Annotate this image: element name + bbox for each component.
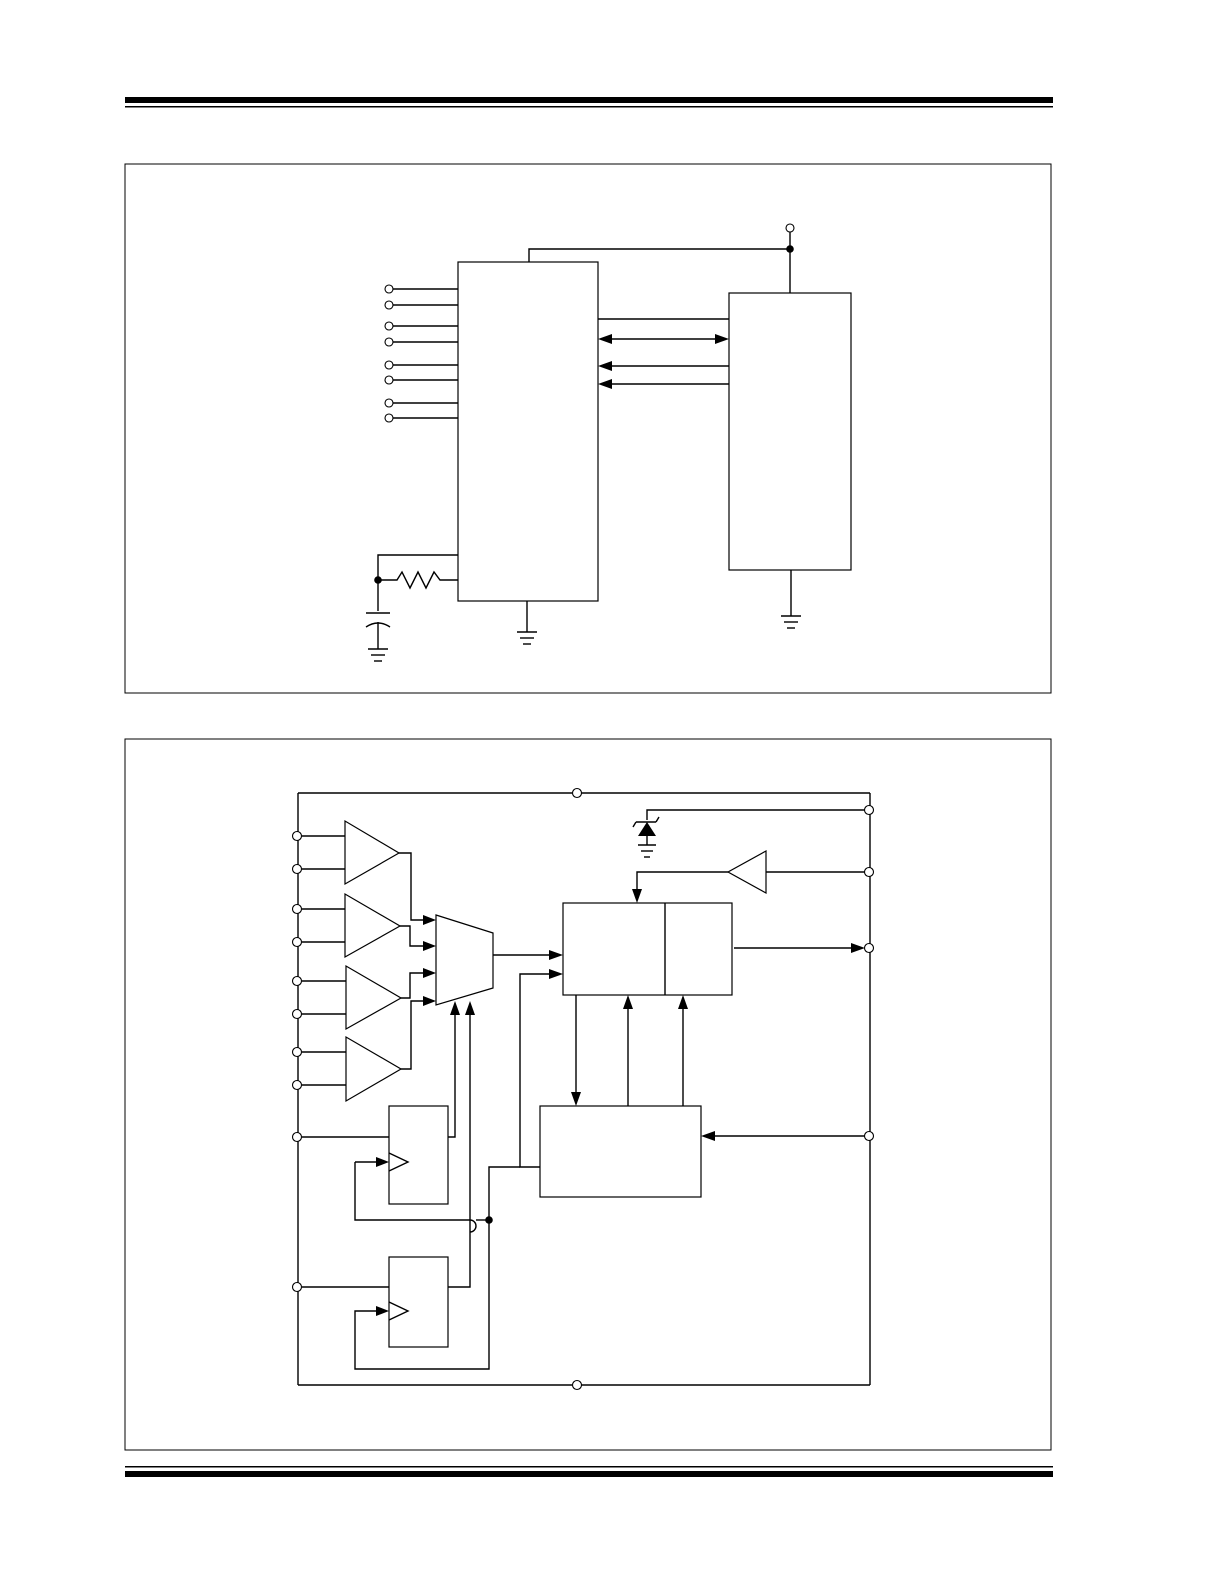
- amplifier-1: [291, 819, 436, 925]
- amplifier-2: [291, 892, 436, 959]
- rc-network: [365, 554, 458, 662]
- ground-symbol: [781, 570, 801, 629]
- control-logic-block: [539, 1105, 702, 1198]
- figure-block-diagram: [124, 738, 1052, 1451]
- junction-dot: [485, 1216, 493, 1224]
- flip-flop-2: [291, 1001, 475, 1348]
- figure-typical-application: [124, 163, 1052, 694]
- supply-net: [528, 223, 795, 293]
- input-pin: [384, 300, 394, 310]
- amplifier-4: [291, 996, 436, 1103]
- junction-dot: [786, 245, 794, 253]
- reference-diode-icon: [632, 804, 875, 858]
- output-pin: [863, 942, 875, 954]
- interface-bus: [598, 318, 729, 389]
- header-rule: [125, 97, 1053, 108]
- input-pin: [384, 398, 394, 408]
- flip-flop-1: [291, 1001, 470, 1221]
- input-pin: [384, 337, 394, 347]
- input-pin: [384, 413, 394, 423]
- ground-symbol: [517, 601, 537, 645]
- footer-rule: [125, 1466, 1053, 1477]
- converter-ic-block: [457, 261, 599, 602]
- input-pins: [384, 284, 458, 423]
- amplifier-3: [291, 964, 436, 1031]
- supply-pin: [571, 787, 583, 799]
- multiplexer: [435, 914, 494, 1006]
- input-pin: [384, 360, 394, 370]
- figure-frame: [124, 163, 1052, 694]
- ground-pin: [571, 1379, 583, 1391]
- input-pin: [384, 375, 394, 385]
- figure-frame: [124, 738, 1052, 1451]
- buffer-amplifier: [632, 849, 875, 903]
- control-pin: [863, 1130, 875, 1142]
- controller-block: [728, 292, 852, 571]
- converter-block: [562, 902, 733, 996]
- input-pin: [384, 321, 394, 331]
- supply-pin: [785, 223, 795, 233]
- input-pin: [384, 284, 394, 294]
